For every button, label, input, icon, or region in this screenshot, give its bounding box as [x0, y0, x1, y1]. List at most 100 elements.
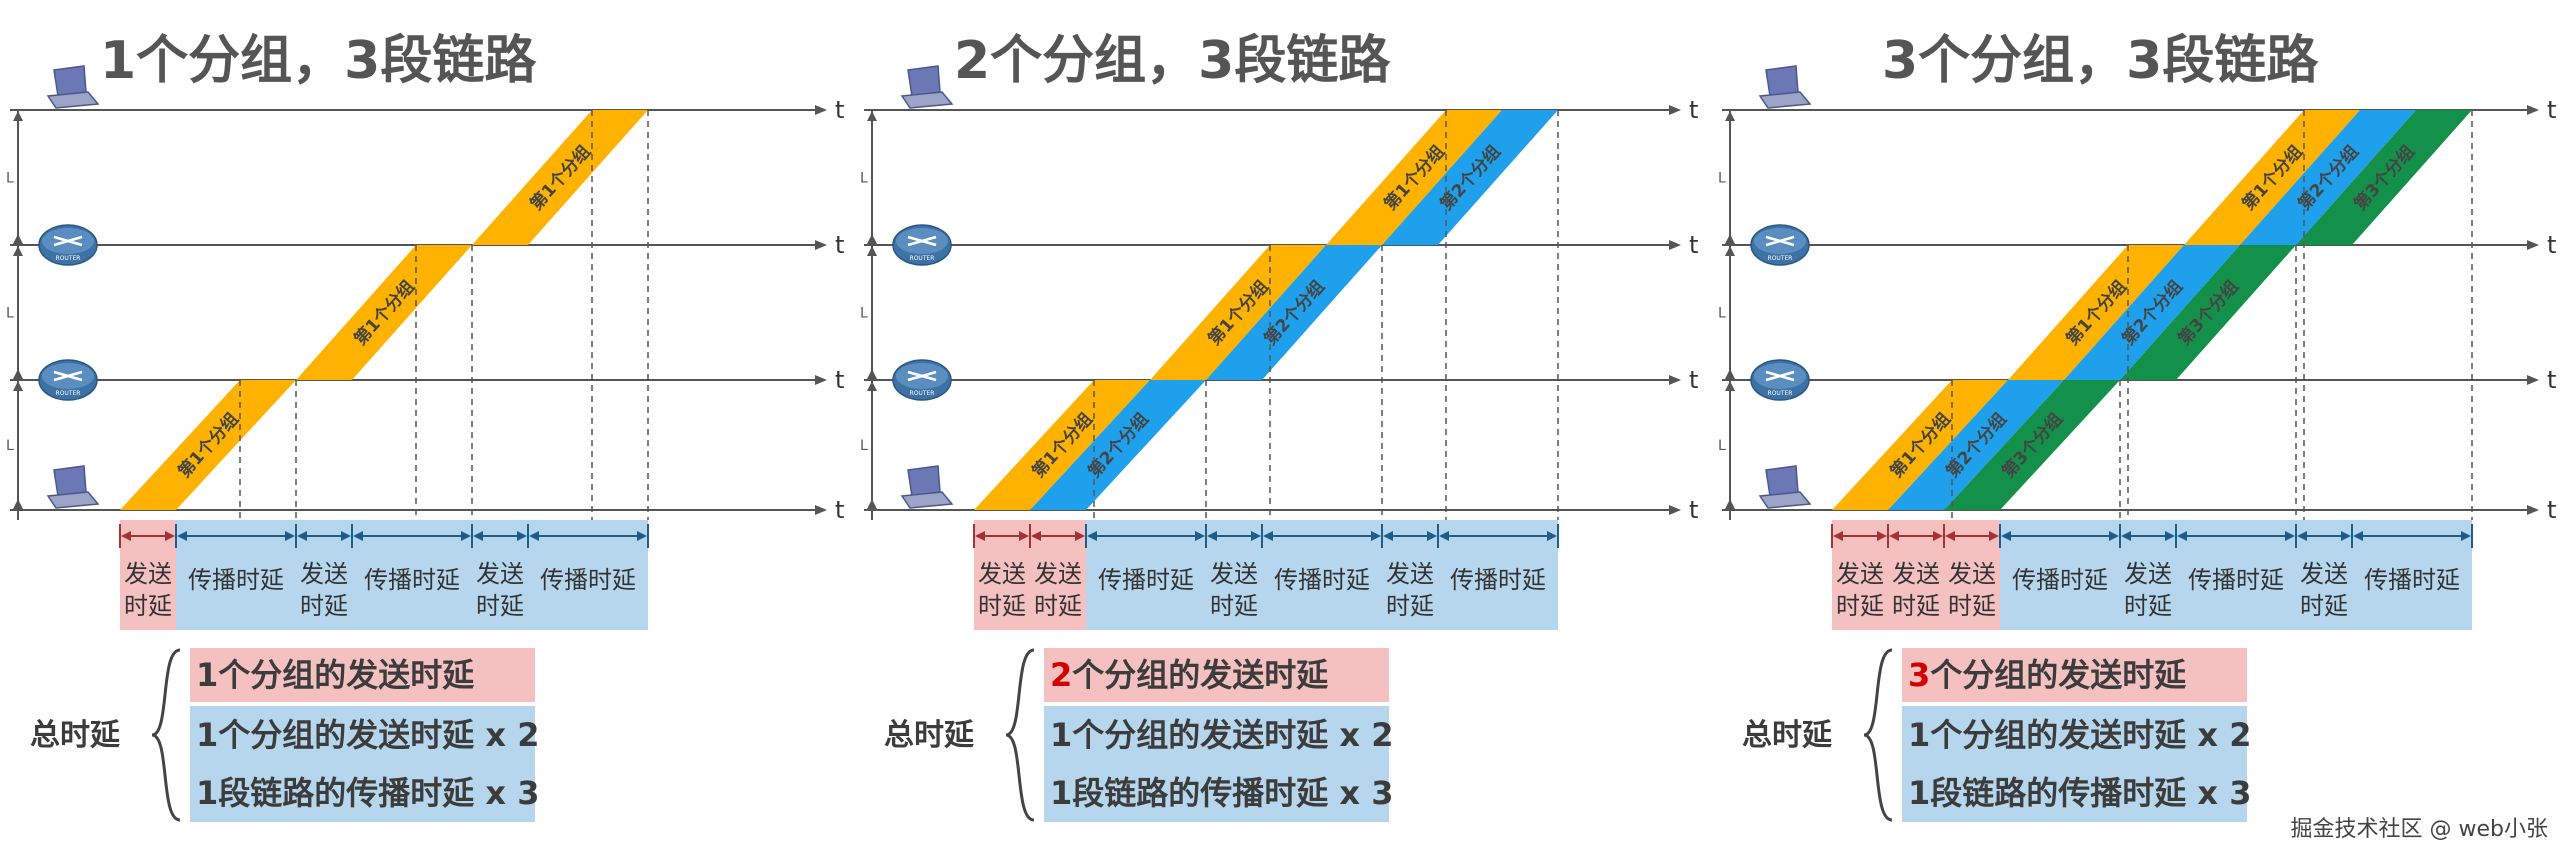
packet-2-hop-1: [1888, 380, 2064, 510]
delay-label: 传播时延: [2188, 566, 2284, 594]
delay-label: 传播时延: [540, 566, 636, 594]
router-arrows: [907, 235, 937, 247]
laptop-icon: [46, 465, 100, 509]
router-arrows: [907, 370, 937, 382]
laptop-icon: [900, 465, 954, 509]
laptop-screen: [53, 65, 87, 97]
laptop-screen: [1765, 465, 1799, 497]
delay-label: 发送: [476, 560, 524, 588]
router-label: ROUTER: [56, 390, 81, 397]
summary-text: 个分组的发送时延: [218, 656, 475, 694]
laptop-base: [46, 491, 100, 509]
delay-label: 时延: [2300, 592, 2348, 620]
panel-1: 1个分组，3段链路LLLttttROUTERROUTER第1个分组第1个分组第1…: [6, 31, 844, 822]
link-label: L: [6, 306, 14, 322]
link-label: L: [860, 306, 868, 322]
time-axis-label: t: [835, 96, 844, 124]
time-axis-label: t: [2547, 366, 2556, 394]
laptop-icon: [46, 65, 100, 109]
packet-2-hop-3: [2240, 110, 2416, 245]
link-label: L: [860, 438, 868, 454]
time-axis-label: t: [2547, 231, 2556, 259]
router-arrows: [1765, 235, 1795, 247]
summary-line-3: 1段链路的传播时延 x 3: [1908, 774, 2251, 812]
router-icon: ROUTER: [892, 224, 952, 266]
delay-label: 时延: [124, 592, 172, 620]
brace: [1005, 648, 1035, 822]
router-icon: ROUTER: [1750, 224, 1810, 266]
packet-1-hop-3: [1326, 110, 1502, 245]
packet-3-hop-2: [2120, 245, 2296, 380]
link-label: L: [6, 171, 14, 187]
packet-3-hop-3: [2296, 110, 2472, 245]
time-axis-label: t: [835, 496, 844, 524]
laptop-icon: [1758, 465, 1812, 509]
delay-label: 发送: [1948, 560, 1996, 588]
laptop-icon: [1758, 65, 1812, 109]
packet-1-hop-1: [1832, 380, 2008, 510]
router-label: ROUTER: [910, 390, 935, 397]
total-delay-label: 总时延: [30, 718, 121, 753]
delay-label: 发送: [2300, 560, 2348, 588]
laptop-icon: [900, 65, 954, 109]
packet-1-hop-3: [472, 110, 648, 245]
summary-line-1: 3个分组的发送时延: [1908, 656, 2187, 694]
total-delay-label: 总时延: [1742, 718, 1833, 753]
summary-line-1: 2个分组的发送时延: [1050, 656, 1329, 694]
packet-1-hop-2: [2008, 245, 2184, 380]
laptop-screen: [907, 465, 941, 497]
time-axis-label: t: [1689, 366, 1698, 394]
delay-label: 时延: [1948, 592, 1996, 620]
delay-label: 传播时延: [1274, 566, 1370, 594]
packet-1-hop-1: [974, 380, 1150, 510]
link-label: L: [6, 438, 14, 454]
summary-send-box: [1044, 648, 1389, 702]
laptop-screen: [53, 465, 87, 497]
total-delay-label: 总时延: [884, 718, 975, 753]
delay-label: 发送: [1210, 560, 1258, 588]
router-label: ROUTER: [910, 255, 935, 262]
summary-text: 个分组的发送时延: [1930, 656, 2187, 694]
summary-line-2: 1个分组的发送时延 x 2: [1908, 716, 2251, 754]
router-icon: ROUTER: [38, 224, 98, 266]
laptop-screen: [1765, 65, 1799, 97]
panel-title: 2个分组，3段链路: [954, 31, 1391, 91]
packet-1-hop-3: [2184, 110, 2360, 245]
laptop-base: [900, 91, 954, 109]
delay-label: 时延: [476, 592, 524, 620]
packet-2-hop-3: [1382, 110, 1558, 245]
delay-label: 时延: [1836, 592, 1884, 620]
laptop-screen: [907, 65, 941, 97]
delay-label: 时延: [1892, 592, 1940, 620]
router-arrows: [53, 235, 83, 247]
panel-2: 2个分组，3段链路LLLttttROUTERROUTER第1个分组第2个分组第1…: [860, 31, 1698, 822]
time-axis-label: t: [1689, 96, 1698, 124]
summary-send-box: [1902, 648, 2247, 702]
watermark: 掘金技术社区 @ web小张: [2291, 817, 2548, 842]
packet-1-hop-2: [1150, 245, 1326, 380]
packet-1-hop-2: [296, 245, 472, 380]
delay-label: 传播时延: [2364, 566, 2460, 594]
delay-label: 发送: [300, 560, 348, 588]
router-icon: ROUTER: [38, 359, 98, 401]
time-axis-label: t: [2547, 496, 2556, 524]
summary-prop-box: [1044, 706, 1389, 822]
packet-1-hop-1: [120, 380, 296, 510]
panel-title: 3个分组，3段链路: [1882, 31, 2319, 91]
time-axis-label: t: [1689, 231, 1698, 259]
summary-prop-box: [1902, 706, 2247, 822]
delay-label: 发送: [1034, 560, 1082, 588]
link-label: L: [1718, 438, 1726, 454]
router-label: ROUTER: [1768, 255, 1793, 262]
summary-prop-box: [190, 706, 535, 822]
delay-label: 传播时延: [1098, 566, 1194, 594]
laptop-base: [1758, 491, 1812, 509]
delay-label: 时延: [978, 592, 1026, 620]
router-label: ROUTER: [56, 255, 81, 262]
packet-2-hop-2: [1206, 245, 1382, 380]
packet-2-hop-1: [1030, 380, 1206, 510]
packet-3-hop-1: [1944, 380, 2120, 510]
summary-line-2: 1个分组的发送时延 x 2: [1050, 716, 1393, 754]
summary-count: 3: [1908, 656, 1930, 694]
